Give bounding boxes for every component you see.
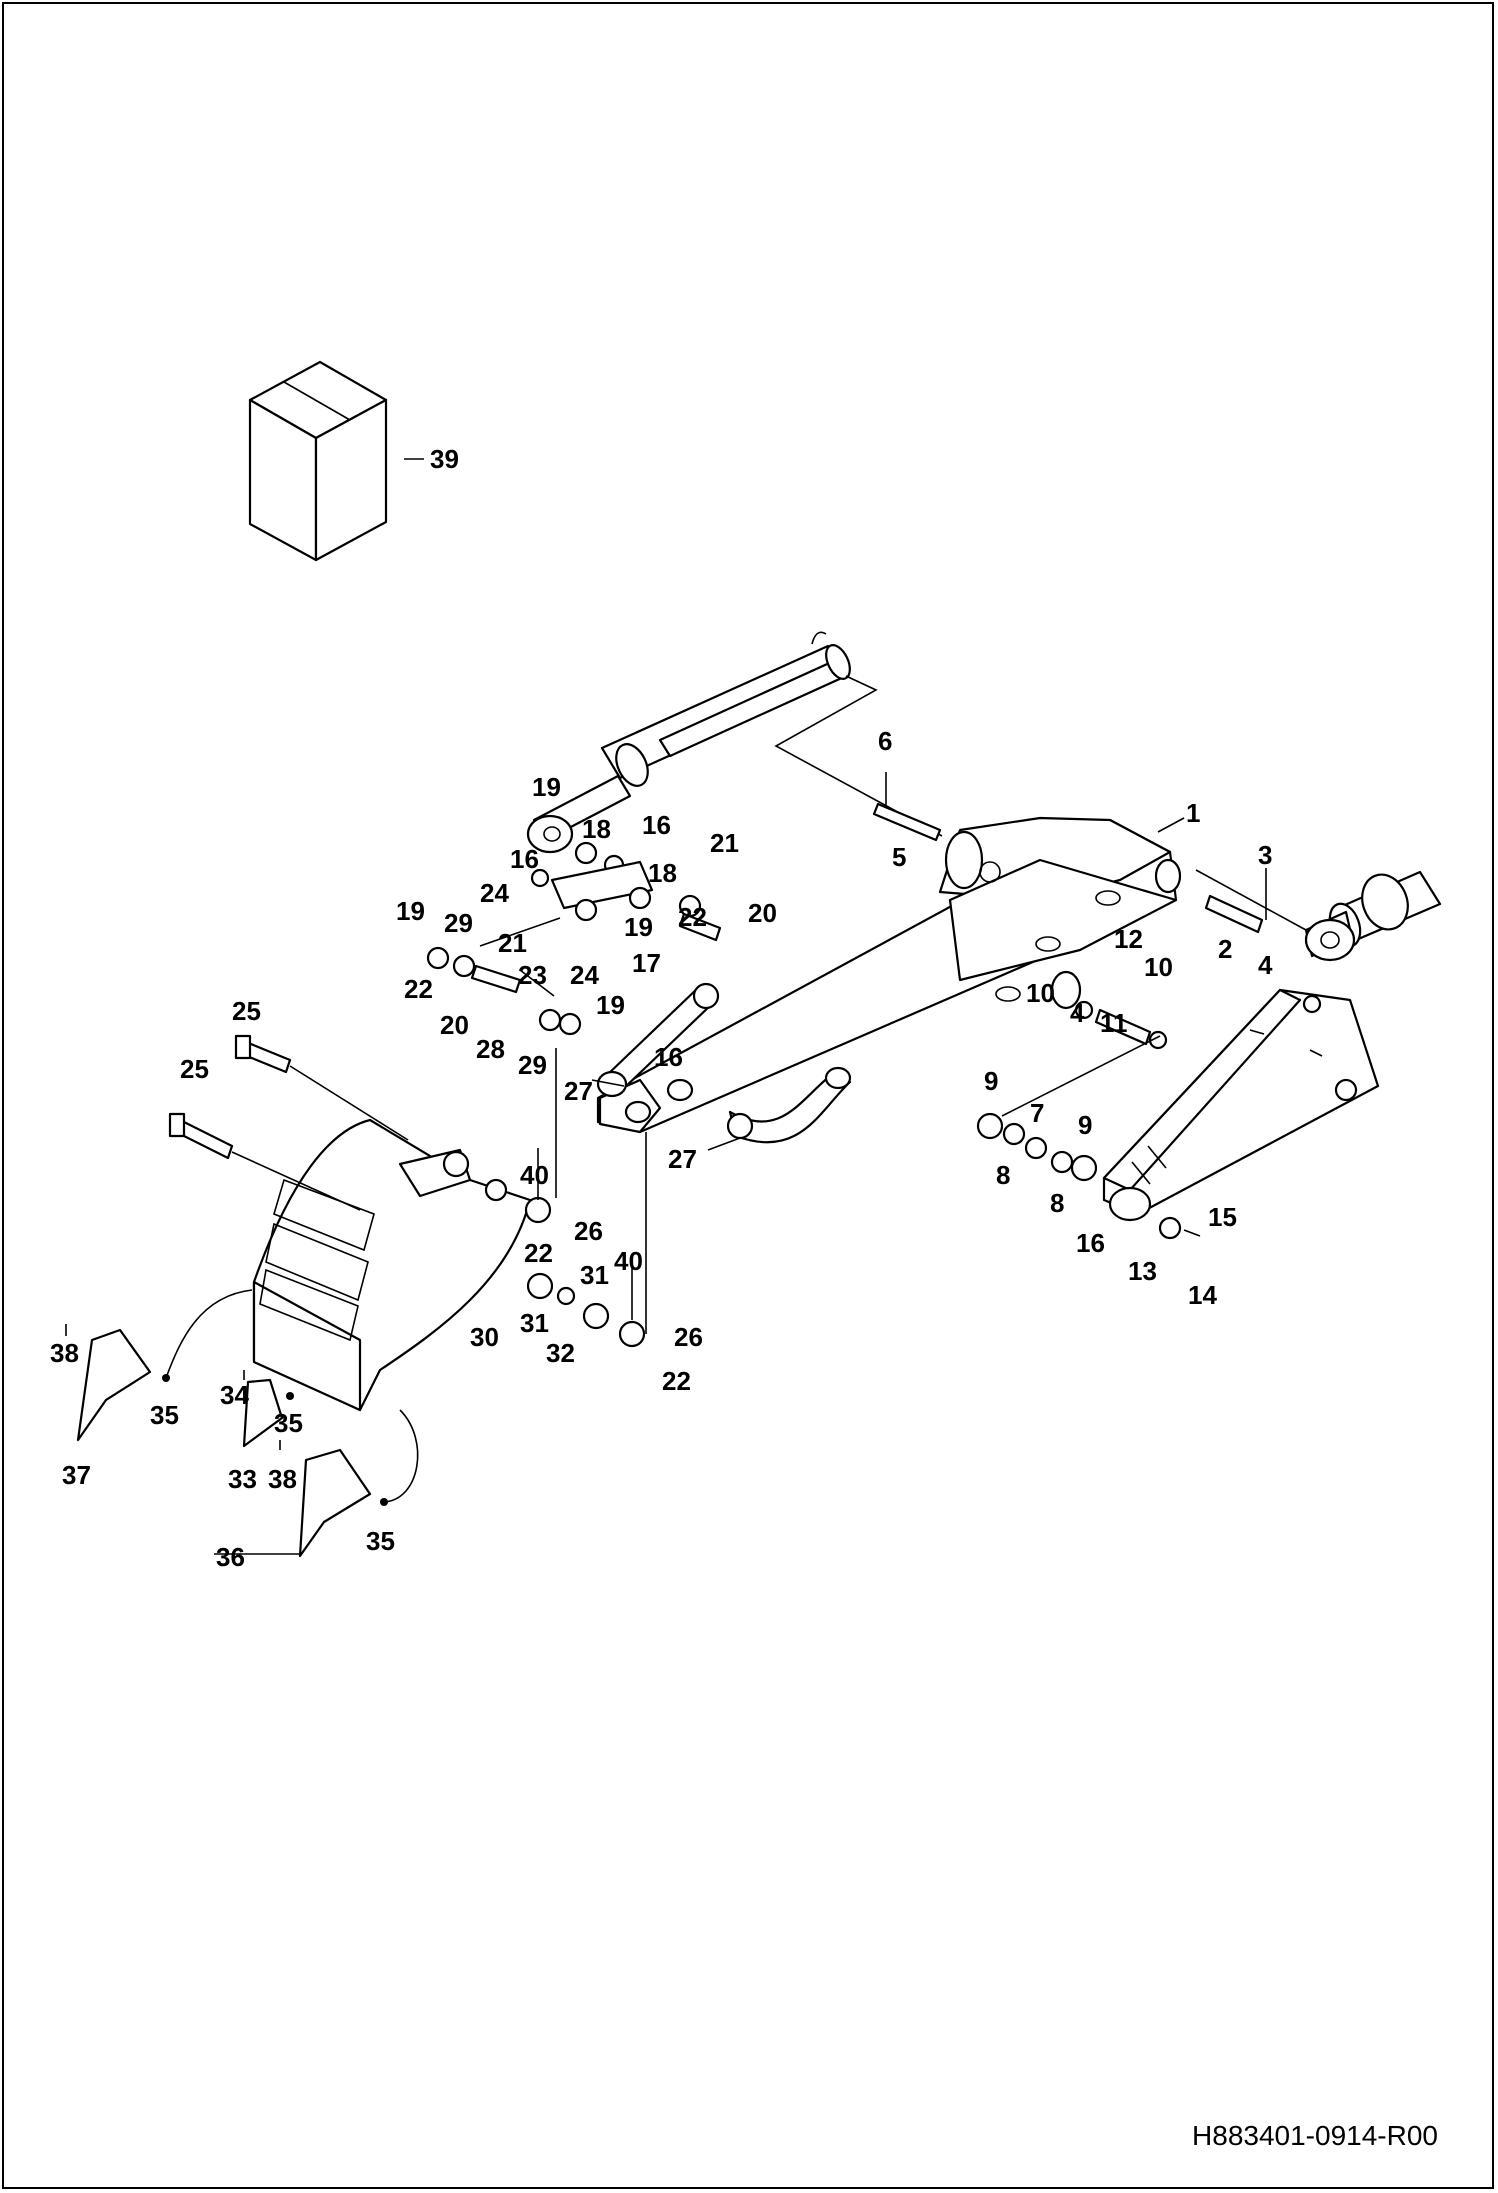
callout-10: 10 [1144, 952, 1173, 982]
callout-19: 19 [396, 896, 425, 926]
callout-3: 3 [1258, 840, 1272, 870]
callout-29: 29 [444, 908, 473, 938]
callout-19: 19 [532, 772, 561, 802]
boom-pins [872, 772, 1267, 1240]
callout-27: 27 [564, 1076, 593, 1106]
pins-bushings [426, 841, 722, 1036]
callout-9: 9 [1078, 1110, 1092, 1140]
callout-30: 30 [470, 1322, 499, 1352]
callout-38: 38 [50, 1338, 79, 1368]
callout-11: 11 [1100, 1008, 1128, 1038]
callout-37: 37 [62, 1460, 91, 1490]
callout-15: 15 [1208, 1202, 1237, 1232]
callout-38: 38 [268, 1464, 297, 1494]
boom-body [1102, 988, 1380, 1222]
bucket-links [591, 982, 852, 1151]
callout-23: 23 [518, 960, 547, 990]
arm-cylinder [526, 631, 943, 854]
callout-10: 10 [1026, 978, 1055, 1008]
callout-4: 4 [1258, 950, 1273, 980]
callout-25: 25 [232, 996, 261, 1026]
callout-27: 27 [668, 1144, 697, 1174]
document-number: H883401-0914-R00 [1192, 2120, 1438, 2151]
arm-body [596, 816, 1185, 1134]
callout-2: 2 [1218, 934, 1232, 964]
callout-22: 22 [662, 1366, 691, 1396]
callout-29: 29 [518, 1050, 547, 1080]
callout-12: 12 [1114, 924, 1143, 954]
callout-labels: 39 1 2 3 4 4 5 6 7 8 8 9 9 10 10 11 12 1… [50, 444, 1273, 1572]
bucket [252, 1118, 532, 1412]
callout-9: 9 [984, 1066, 998, 1096]
callout-8: 8 [1050, 1188, 1064, 1218]
callout-24: 24 [480, 878, 509, 908]
kit-box [248, 360, 424, 562]
callout-32: 32 [546, 1338, 575, 1368]
callout-21: 21 [498, 928, 527, 958]
callout-19: 19 [596, 990, 625, 1020]
callout-1: 1 [1186, 798, 1200, 828]
callout-22: 22 [678, 902, 707, 932]
callout-22: 22 [524, 1238, 553, 1268]
callout-22: 22 [404, 974, 433, 1004]
callout-18: 18 [648, 858, 677, 888]
callout-31: 31 [580, 1260, 609, 1290]
bucket-pins [168, 1034, 409, 1211]
callout-13: 13 [1128, 1256, 1157, 1286]
callout-16: 16 [654, 1042, 683, 1072]
callout-28: 28 [476, 1034, 505, 1064]
callout-16: 16 [1076, 1228, 1105, 1258]
callout-35: 35 [150, 1400, 179, 1430]
callout-35: 35 [366, 1526, 395, 1556]
callout-7: 7 [1030, 1098, 1044, 1128]
callout-26: 26 [674, 1322, 703, 1352]
callout-20: 20 [440, 1010, 469, 1040]
callout-14: 14 [1188, 1280, 1217, 1310]
callout-26: 26 [574, 1216, 603, 1246]
callout-40: 40 [614, 1246, 643, 1276]
callout-16: 16 [642, 810, 671, 840]
boom-cylinder [1195, 869, 1442, 962]
callout-6: 6 [878, 726, 892, 756]
callout-20: 20 [748, 898, 777, 928]
callout-35: 35 [274, 1408, 303, 1438]
callout-25: 25 [180, 1054, 209, 1084]
callout-16: 16 [510, 844, 539, 874]
callout-40: 40 [520, 1160, 549, 1190]
callout-17: 17 [632, 948, 661, 978]
bucket-teeth [65, 1289, 419, 1558]
callout-18: 18 [582, 814, 611, 844]
bucket-pin-parts [524, 1048, 647, 1348]
callout-24: 24 [570, 960, 599, 990]
callout-31: 31 [520, 1308, 549, 1338]
callout-5: 5 [892, 842, 906, 872]
callout-19: 19 [624, 912, 653, 942]
callout-33: 33 [228, 1464, 257, 1494]
callout-36: 36 [216, 1542, 245, 1572]
callout-21: 21 [710, 828, 739, 858]
callout-34: 34 [220, 1380, 249, 1410]
callout-8: 8 [996, 1160, 1010, 1190]
callout-4: 4 [1070, 998, 1085, 1028]
callout-39: 39 [430, 444, 459, 474]
